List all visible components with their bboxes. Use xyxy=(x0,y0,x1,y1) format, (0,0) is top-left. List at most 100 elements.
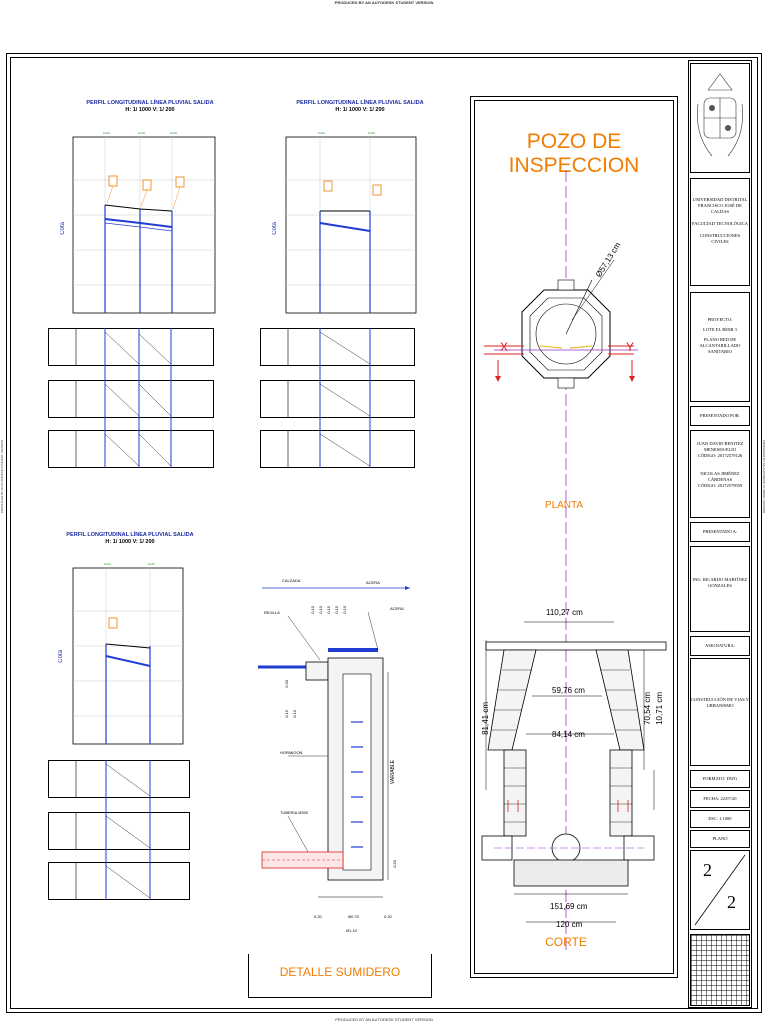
tb-plano-label-cell: PLANO xyxy=(690,830,750,848)
profile-3-title: PERFIL LONGITUDINAL LÍNEA PLUVIAL SALIDA… xyxy=(55,532,205,546)
pozo-frame-inner xyxy=(474,100,674,974)
drawing-frame-inner xyxy=(10,57,758,1009)
tb-authors-cell: JUAN DAVID BENITEZ MENESES/ELIO CÓDIGO: … xyxy=(690,430,750,518)
university-seal-icon xyxy=(697,73,743,157)
sumidero-dim-side-2: 0.15 xyxy=(284,710,289,718)
pozo-drawing xyxy=(481,170,667,950)
pozo-x-label: X xyxy=(500,340,509,354)
profile-2-band-2 xyxy=(260,380,415,418)
tb-professor: ING. RICARDO MARTÍNEZ GONZALES xyxy=(692,577,748,588)
pozo-dim-base-width: 151,69 cm xyxy=(550,902,588,911)
sumidero-dim-top-3: 0.15 xyxy=(326,606,331,614)
pozo-dim-height-right2: 10,71 cm xyxy=(655,692,664,725)
profile-2-band-1 xyxy=(260,328,415,366)
svg-text:0+30: 0+30 xyxy=(138,131,145,135)
tb-grid-cell xyxy=(690,934,750,1006)
tb-professor-cell: ING. RICARDO MARTÍNEZ GONZALES xyxy=(690,546,750,632)
sumidero-acera-top-label: ACERA xyxy=(366,580,380,585)
sumidero-dim-bottom-2: Ø0.70 xyxy=(348,914,359,919)
side-note-left: PRODUCED BY AN AUTODESK STUDENT VERSION xyxy=(0,440,4,514)
profile-1-axis-label: Cota xyxy=(60,222,66,235)
sumidero-dim-top-1: 0.10 xyxy=(310,606,315,614)
tb-code-1: CÓDIGO: 20172579126 xyxy=(697,453,743,458)
profile-3-chart: 0+00 0+20 xyxy=(72,562,184,745)
svg-text:0+00: 0+00 xyxy=(104,562,111,566)
profile-2-axis-label: Cota xyxy=(272,222,278,235)
profile-1-title-text: PERFIL LONGITUDINAL LÍNEA PLUVIAL SALIDA xyxy=(86,100,214,106)
tb-scale: ESC: 1:1000 xyxy=(708,816,732,821)
sumidero-title-box xyxy=(248,954,432,998)
tb-presented-by-label-cell: PRESENTADO POR: xyxy=(690,406,750,426)
profile-3-bands-lines xyxy=(75,760,151,900)
tb-project-label: PROYECTO: xyxy=(707,317,733,322)
tb-project: LOTE EL REMI 3 xyxy=(703,327,737,332)
sumidero-calzada-label: CALZADA xyxy=(282,578,301,583)
profile-3-band-3 xyxy=(48,862,190,900)
tb-date-cell: FECHA: 22/07/20 xyxy=(690,790,750,808)
tb-subject-label: ASIGNATURA: xyxy=(704,643,735,648)
tb-subject-label-cell: ASIGNATURA: xyxy=(690,636,750,656)
svg-text:0+25: 0+25 xyxy=(368,131,375,135)
profile-1-scale: H: 1/ 1000 V: 1/ 200 xyxy=(125,107,175,113)
sumidero-drawing xyxy=(258,586,410,898)
pozo-title: POZO DE INSPECCION xyxy=(508,130,640,177)
pozo-dim-mid-width: 59,76 cm xyxy=(552,686,585,695)
profile-1-bands-lines xyxy=(75,328,172,468)
tb-author-1: JUAN DAVID BENITEZ MENESES/ELIO xyxy=(696,441,744,452)
profile-2-title: PERFIL LONGITUDINAL LÍNEA PLUVIAL SALIDA… xyxy=(285,100,435,114)
side-note-right: PRODUCED BY AN AUTODESK STUDENT VERSION xyxy=(762,440,766,514)
sumidero-hormigon-label: HORMIGON xyxy=(280,750,303,755)
sumidero-dim-side-1: 0.30 xyxy=(284,680,289,688)
sumidero-dim-bottom-3: 0.20 xyxy=(384,914,392,919)
sumidero-variable-label: VARIABLE xyxy=(390,760,396,785)
sumidero-title: DETALLE SUMIDERO xyxy=(279,965,401,979)
pozo-y-label: Y xyxy=(626,340,635,354)
tb-subject-cell: CONSTRUCCIÓN DE VIAS Y URBANISMO xyxy=(690,658,750,766)
student-version-note-top: PRODUCED BY AN AUTODESK STUDENT VERSION xyxy=(334,0,434,5)
tb-format: FORMATO: DWG xyxy=(702,776,738,781)
profile-1-title: PERFIL LONGITUDINAL LÍNEA PLUVIAL SALIDA… xyxy=(75,100,225,114)
sumidero-dim-top-2: 0.10 xyxy=(318,606,323,614)
tb-sheet-num: 2 xyxy=(703,860,712,880)
tb-author-2: NICOLAS JIMÉNEZ CÁRDENAS xyxy=(700,471,740,482)
svg-text:0+20: 0+20 xyxy=(148,562,155,566)
profile-3-band-1 xyxy=(48,760,190,798)
pozo-planta-label: PLANTA xyxy=(544,500,584,511)
tb-subject: CONSTRUCCIÓN DE VIAS Y URBANISMO xyxy=(691,697,749,708)
profile-1-band-3 xyxy=(48,430,214,468)
tb-presented-to-label-cell: PRESENTADO A: xyxy=(690,522,750,542)
profile-2-title-text: PERFIL LONGITUDINAL LÍNEA PLUVIAL SALIDA xyxy=(296,100,424,106)
profile-2-bands-lines xyxy=(287,328,371,468)
pozo-dim-height-left: 81,41 cm xyxy=(481,702,490,735)
svg-text:0+00: 0+00 xyxy=(103,131,110,135)
title-block xyxy=(688,60,752,1008)
profile-3-band-2 xyxy=(48,812,190,850)
svg-text:0+60: 0+60 xyxy=(170,131,177,135)
tb-logo-cell xyxy=(690,63,750,173)
profile-3-axis-label: Cota xyxy=(58,650,64,663)
sumidero-dim-side-3: 0.10 xyxy=(292,710,297,718)
svg-text:0+00: 0+00 xyxy=(318,131,325,135)
profile-2-band-3 xyxy=(260,430,415,468)
profile-3-title-text: PERFIL LONGITUDINAL LÍNEA PLUVIAL SALIDA xyxy=(66,532,194,538)
sumidero-dim-bottom-1: 0.20 xyxy=(314,914,322,919)
tb-scale-cell: ESC: 1:1000 xyxy=(690,810,750,828)
tb-faculty: FACULTAD TECNOLÓGICA xyxy=(692,221,748,226)
tb-plan: PLANO RED DE ALCANTARILLADO SANITARIO xyxy=(699,337,741,354)
tb-presented-to-label: PRESENTADO A: xyxy=(702,529,738,534)
sumidero-dim-top-5: 0.10 xyxy=(342,606,347,614)
profile-1-band-1 xyxy=(48,328,214,366)
pozo-dim-top-width: 110,27 cm xyxy=(546,608,583,617)
sumidero-rejilla-label: REJILLA xyxy=(264,610,280,615)
sumidero-tuberia-label: TUBERIA Ø300 xyxy=(280,810,309,815)
tb-sheet-total: 2 xyxy=(727,892,736,912)
tb-university: UNIVERSIDAD DISTRITAL FRANCISCO JOSÉ DE … xyxy=(692,197,748,214)
tb-project-cell: PROYECTO: LOTE EL REMI 3 PLANO RED DE AL… xyxy=(690,292,750,402)
sumidero-acera-label: ACERA xyxy=(390,606,404,611)
sumidero-dim-total: Ø1.10 xyxy=(346,928,357,933)
drawing-frame-outer xyxy=(6,53,762,1013)
pozo-frame-outer xyxy=(470,96,678,978)
tb-sheet-divider xyxy=(694,854,746,926)
pozo-dim-base-inner: 120 cm xyxy=(556,920,583,929)
tb-plano-label: PLANO xyxy=(712,836,728,841)
